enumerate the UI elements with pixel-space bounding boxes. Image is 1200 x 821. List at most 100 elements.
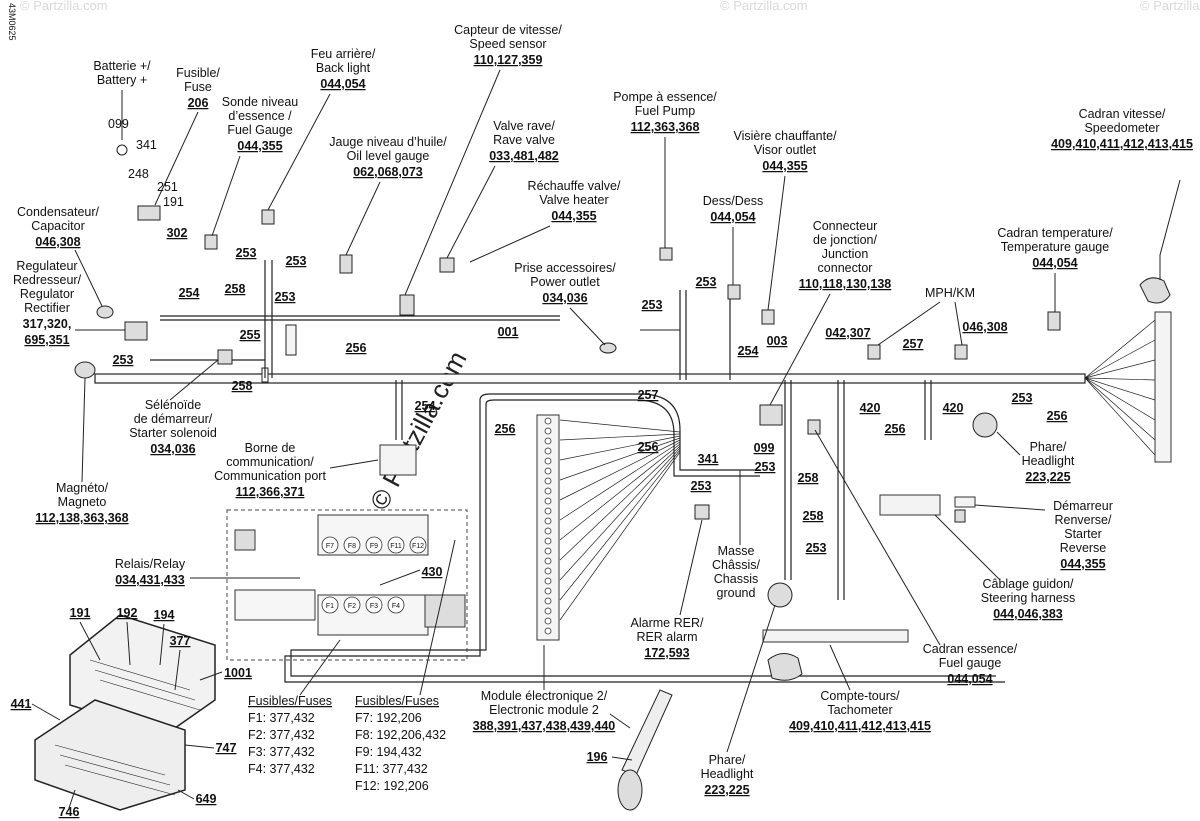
svg-text:172,593: 172,593 <box>644 646 689 660</box>
svg-text:Fuel Pump: Fuel Pump <box>635 104 695 118</box>
label-starter-reverse: Démarreur Renverse/ Starter Reverse 044,… <box>974 499 1113 571</box>
svg-text:Rectifier: Rectifier <box>24 301 70 315</box>
label-fuse: Fusible/ Fuse 206 248 251 191 <box>128 66 220 209</box>
svg-text:de démarreur/: de démarreur/ <box>134 412 213 426</box>
svg-text:317,320,: 317,320, <box>23 317 72 331</box>
svg-text:112,138,363,368: 112,138,363,368 <box>35 511 128 525</box>
svg-text:253: 253 <box>755 460 776 474</box>
svg-text:F8: 192,206,432: F8: 192,206,432 <box>355 728 446 742</box>
connector-pin <box>544 577 552 585</box>
connector-pin <box>544 627 552 635</box>
svg-text:409,410,411,412,413,415: 409,410,411,412,413,415 <box>789 719 931 733</box>
svg-text:191: 191 <box>70 606 91 620</box>
svg-text:Cadran temperature/: Cadran temperature/ <box>997 226 1113 240</box>
svg-text:Câblage guidon/: Câblage guidon/ <box>982 577 1074 591</box>
fuse-slot-label: F7 <box>326 543 334 550</box>
svg-text:256: 256 <box>638 440 659 454</box>
svg-text:206: 206 <box>188 96 209 110</box>
svg-text:Regulateur: Regulateur <box>16 259 77 273</box>
ecm2-plug <box>617 689 673 811</box>
svg-text:F2: 377,432: F2: 377,432 <box>248 728 315 742</box>
svg-text:Démarreur: Démarreur <box>1053 499 1113 513</box>
fuse-slot-label: F11 <box>390 543 402 550</box>
fuse-slot <box>409 536 427 554</box>
label-speedometer: Cadran vitesse/ Speedometer 409,410,411,… <box>1051 107 1193 151</box>
connector-pin <box>544 597 552 605</box>
svg-text:Fuel Gauge: Fuel Gauge <box>227 123 292 137</box>
label-power-outlet: Prise accessoires/ Power outlet 034,036 <box>514 261 616 346</box>
svg-text:110,127,359: 110,127,359 <box>474 53 543 67</box>
svg-text:253: 253 <box>691 479 712 493</box>
svg-text:420: 420 <box>860 401 881 415</box>
svg-text:258: 258 <box>803 509 824 523</box>
svg-text:062,068,073: 062,068,073 <box>353 165 423 179</box>
label-back-light: Feu arrière/ Back light 044,054 <box>267 47 376 211</box>
svg-text:256: 256 <box>495 422 516 436</box>
connector-pin <box>544 547 552 555</box>
svg-text:Cadran essence/: Cadran essence/ <box>923 642 1018 656</box>
partzilla-watermark: © Partzilla.com <box>364 346 473 515</box>
connector-pin <box>544 517 552 525</box>
sheet-code: 43M0625 <box>7 3 17 41</box>
fuses-right: Fusibles/Fuses F7: 192,206 F8: 192,206,4… <box>355 539 456 793</box>
label-speed-sensor: Capteur de vitesse/ Speed sensor 110,127… <box>404 23 562 296</box>
connector-pin <box>544 487 552 495</box>
svg-text:F11: 377,432: F11: 377,432 <box>355 762 428 776</box>
fuse-box-drawing <box>34 614 216 811</box>
svg-text:F1: 377,432: F1: 377,432 <box>248 711 315 725</box>
steering-harness-connector <box>879 494 976 516</box>
svg-text:258: 258 <box>798 471 819 485</box>
svg-text:251: 251 <box>157 180 178 194</box>
fuses-left: Fusibles/Fuses F1: 377,432 F2: 377,432 F… <box>248 639 341 776</box>
connector-pin <box>544 417 552 425</box>
svg-text:Fusibles/Fuses: Fusibles/Fuses <box>355 694 439 708</box>
svg-text:194: 194 <box>154 608 175 622</box>
svg-text:255: 255 <box>240 328 261 342</box>
svg-text:Connecteur: Connecteur <box>813 219 878 233</box>
svg-text:046,308: 046,308 <box>962 320 1007 334</box>
faint-watermark: © Partzilla.com <box>20 0 108 13</box>
svg-text:Battery +: Battery + <box>97 73 147 87</box>
svg-text:F3: 377,432: F3: 377,432 <box>248 745 315 759</box>
svg-text:044,054: 044,054 <box>1032 256 1077 270</box>
svg-text:Fusible/: Fusible/ <box>176 66 220 80</box>
svg-text:Headlight: Headlight <box>1022 454 1075 468</box>
svg-text:F12: 192,206: F12: 192,206 <box>355 779 429 793</box>
svg-text:044,054: 044,054 <box>710 210 755 224</box>
svg-text:302: 302 <box>167 226 188 240</box>
svg-text:ground: ground <box>717 586 756 600</box>
label-tachometer: Compte-tours/ Tachometer 409,410,411,412… <box>789 644 931 733</box>
svg-text:Redresseur/: Redresseur/ <box>13 273 82 287</box>
svg-text:430: 430 <box>422 565 443 579</box>
svg-text:F9: 194,432: F9: 194,432 <box>355 745 422 759</box>
svg-text:034,036: 034,036 <box>542 291 587 305</box>
svg-text:Capacitor: Capacitor <box>31 219 85 233</box>
connector-pin <box>544 447 552 455</box>
svg-text:Starter: Starter <box>1064 527 1102 541</box>
svg-text:Speed sensor: Speed sensor <box>469 37 546 51</box>
svg-text:communication/: communication/ <box>226 455 314 469</box>
fuse-slot-label: F9 <box>370 543 378 550</box>
svg-text:Magnéto/: Magnéto/ <box>56 481 109 495</box>
label-fuel-gauge: Cadran essence/ Fuel gauge 044,054 <box>814 429 1018 686</box>
connector-pin <box>544 497 552 505</box>
svg-text:044,355: 044,355 <box>237 139 282 153</box>
fuse-slot <box>365 596 383 614</box>
svg-text:254: 254 <box>179 286 200 300</box>
svg-text:248: 248 <box>128 167 149 181</box>
svg-text:223,225: 223,225 <box>1025 470 1070 484</box>
svg-text:Power outlet: Power outlet <box>530 275 600 289</box>
svg-text:Phare/: Phare/ <box>709 753 746 767</box>
svg-text:d’essence /: d’essence / <box>228 109 292 123</box>
svg-text:044,355: 044,355 <box>551 209 596 223</box>
svg-text:256: 256 <box>346 341 367 355</box>
svg-text:Communication port: Communication port <box>214 469 326 483</box>
svg-text:044,355: 044,355 <box>1060 557 1105 571</box>
svg-text:Masse: Masse <box>718 544 755 558</box>
connector-pin <box>544 427 552 435</box>
svg-text:110,118,130,138: 110,118,130,138 <box>799 277 892 291</box>
svg-text:Speedometer: Speedometer <box>1084 121 1159 135</box>
connector-pin <box>544 557 552 565</box>
svg-text:034,036: 034,036 <box>150 442 195 456</box>
svg-text:256: 256 <box>885 422 906 436</box>
